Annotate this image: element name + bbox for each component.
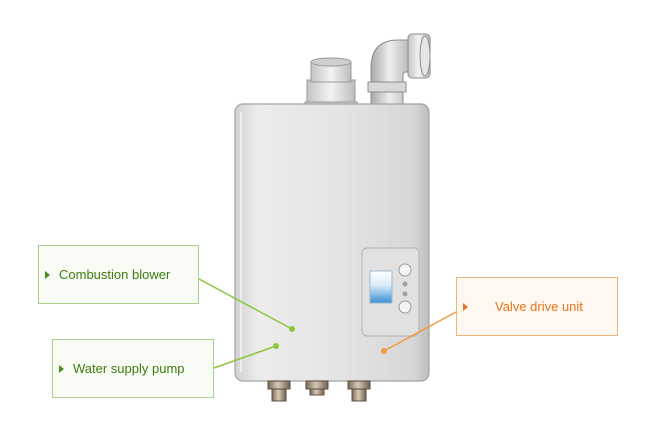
callout-water-supply-pump[interactable]: Water supply pump	[52, 339, 214, 398]
callout-label: Combustion blower	[59, 267, 171, 282]
callout-label: Water supply pump	[73, 361, 185, 376]
triangle-bullet-icon	[463, 302, 468, 311]
point-water-supply-pump	[273, 343, 279, 349]
control-dot-upper	[402, 281, 408, 287]
point-valve-drive-unit	[381, 348, 387, 354]
control-knob-bottom	[398, 300, 412, 314]
triangle-bullet-icon	[45, 270, 50, 279]
point-combustion-blower	[289, 326, 295, 332]
exhaust-vent	[304, 57, 358, 111]
display-screen	[369, 270, 393, 304]
triangle-bullet-icon	[59, 364, 64, 373]
callout-combustion-blower[interactable]: Combustion blower	[38, 245, 199, 304]
leader-line-valve-drive-unit	[383, 311, 457, 352]
bottom-fittings	[267, 380, 371, 402]
callout-label: Valve drive unit	[495, 299, 583, 314]
control-dot-lower	[402, 291, 408, 297]
heater-body	[234, 103, 430, 382]
leader-line-water-supply-pump	[213, 345, 277, 369]
elbow-intake-pipe	[367, 33, 431, 109]
control-knob-top	[398, 263, 412, 277]
callout-valve-drive-unit[interactable]: Valve drive unit	[456, 277, 618, 336]
leader-line-combustion-blower	[198, 278, 293, 330]
control-panel	[361, 247, 420, 337]
